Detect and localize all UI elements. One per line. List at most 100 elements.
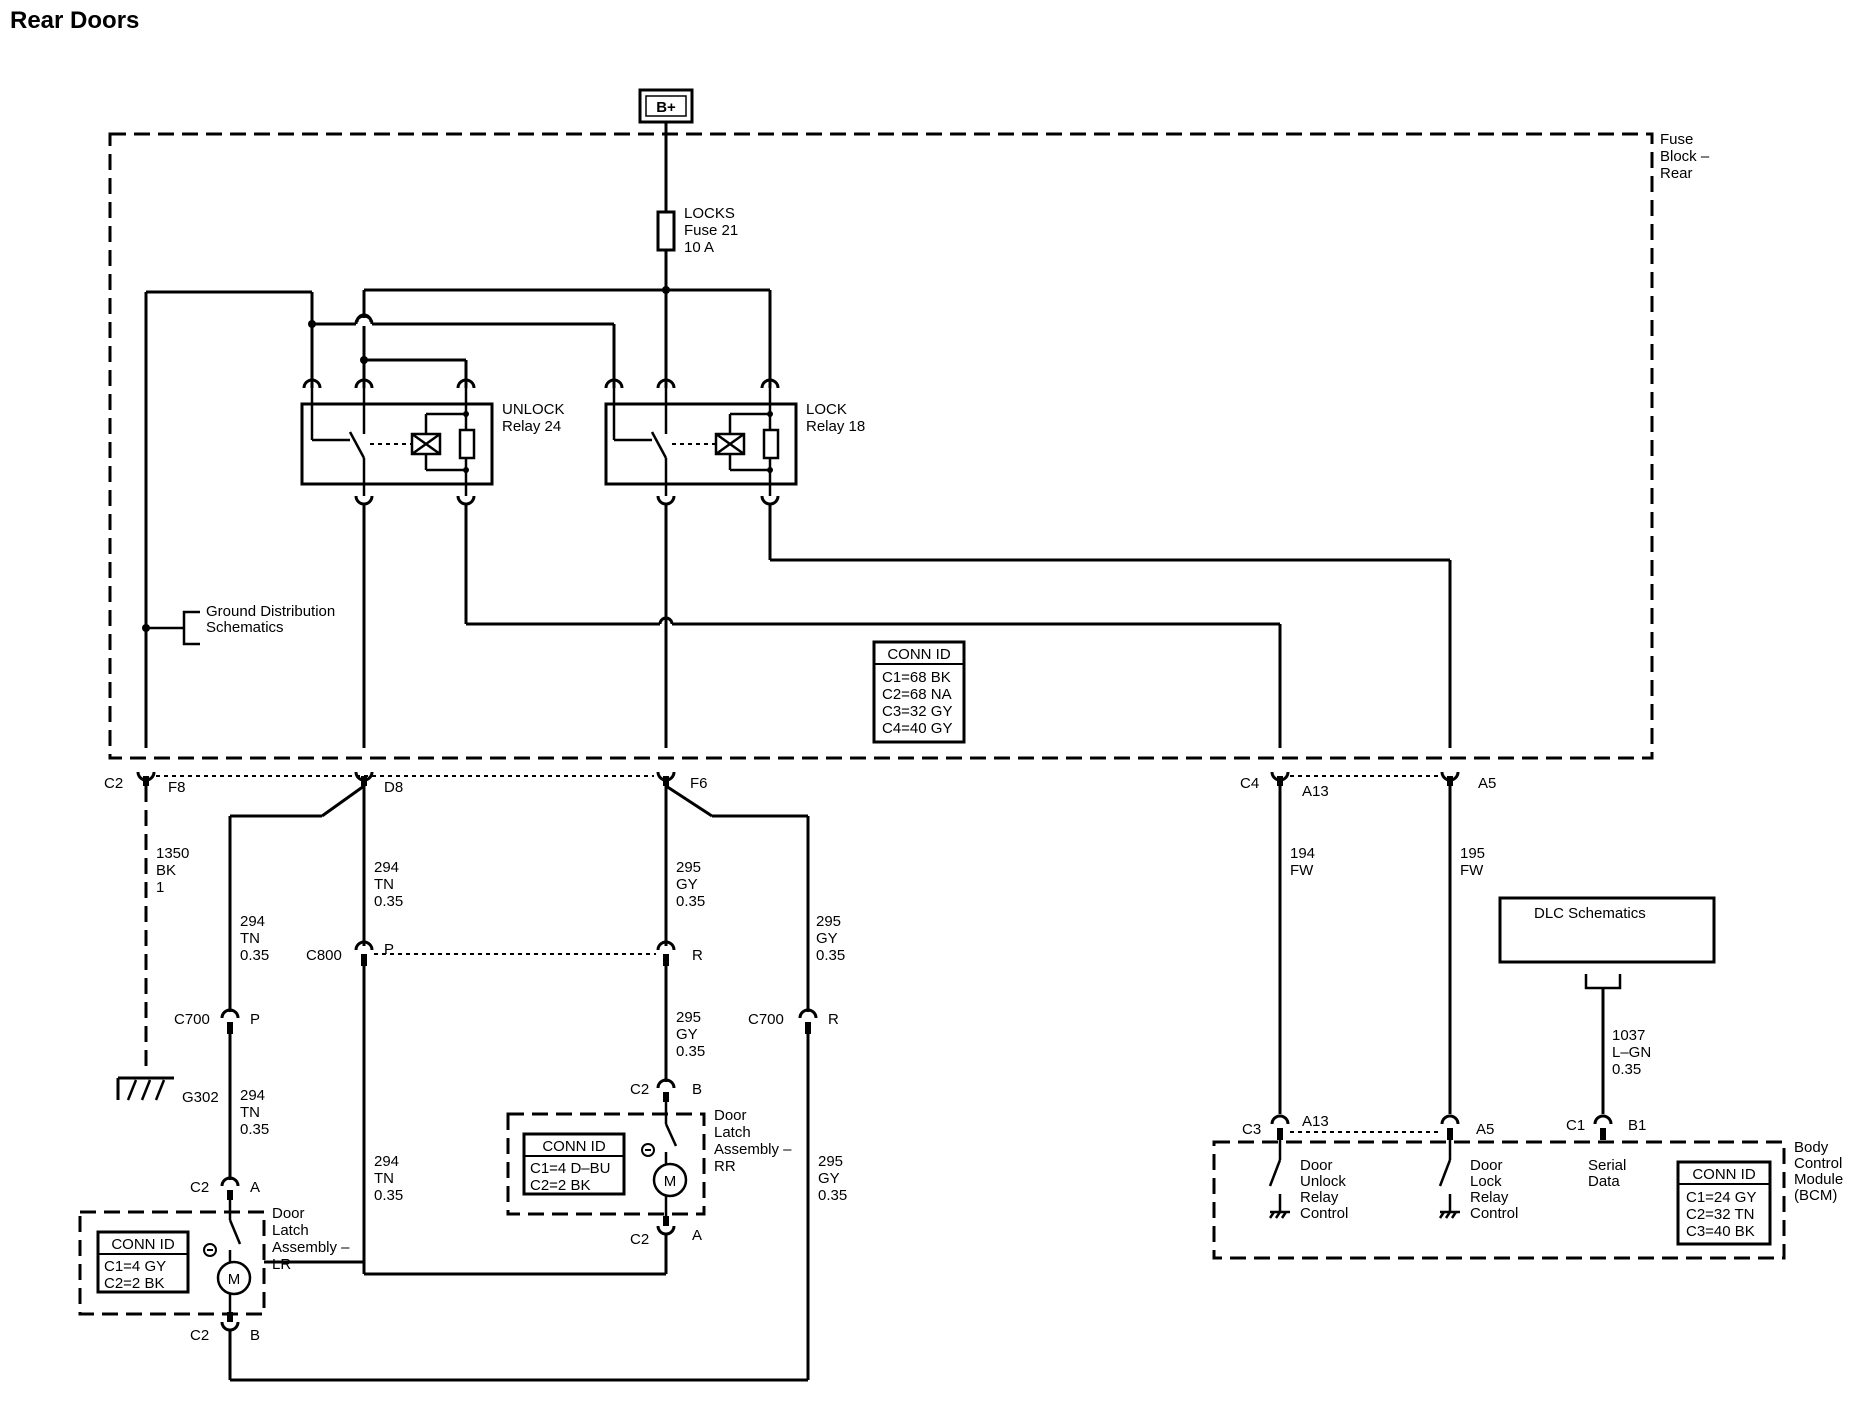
lock-relay-label-2: Relay 18 xyxy=(806,418,865,435)
lr-conn-header: CONN ID xyxy=(111,1236,175,1253)
bcm-label-4: (BCM) xyxy=(1794,1187,1837,1204)
latch-rr-label-2: Latch xyxy=(714,1124,751,1141)
wire-295-color: GY xyxy=(676,876,698,893)
ground-g302-icon xyxy=(116,1076,174,1101)
bcm-unlock-label: Relay xyxy=(1300,1189,1339,1206)
conn-r-label: R xyxy=(828,1011,839,1028)
bcm-conn-header: CONN ID xyxy=(1692,1166,1756,1183)
conn-a5-label: A5 xyxy=(1476,1121,1494,1138)
bcm-unlock-switch-icon xyxy=(1268,1140,1290,1219)
fuse-block-connectors xyxy=(136,771,1460,786)
unlock-relay-label-1: UNLOCK xyxy=(502,401,565,418)
conn-f8-label: F8 xyxy=(168,779,186,796)
wire-294-size: 0.35 xyxy=(374,893,403,910)
conn-b-label: B xyxy=(250,1327,260,1344)
wire-294-color: TN xyxy=(240,1104,260,1121)
conn-c2-label: C2 xyxy=(630,1231,649,1248)
conn-c2-label: C2 xyxy=(190,1179,209,1196)
wire-294-size: 0.35 xyxy=(240,1121,269,1138)
motor-icon xyxy=(216,1260,252,1296)
fuse-conn-row: C3=32 GY xyxy=(882,703,952,720)
bcm-connectors xyxy=(1270,1114,1613,1140)
lr-conn-row: C2=2 BK xyxy=(104,1275,164,1292)
bcm-serial-label: Data xyxy=(1588,1173,1620,1190)
bcm-lock-label: Relay xyxy=(1470,1189,1509,1206)
rr-conn-row: C1=4 D–BU xyxy=(530,1160,610,1177)
bcm-conn-row: C1=24 GY xyxy=(1686,1189,1756,1206)
latch-lr-label-4: LR xyxy=(272,1256,291,1273)
fuse-label-1: LOCKS xyxy=(684,205,735,222)
conn-a13-label: A13 xyxy=(1302,1113,1329,1130)
fuse-label-2: Fuse 21 xyxy=(684,222,738,239)
conn-c700-label: C700 xyxy=(174,1011,210,1028)
conn-c700-label: C700 xyxy=(748,1011,784,1028)
ground-ref-label-2: Schematics xyxy=(206,619,284,636)
conn-a-label: A xyxy=(250,1179,260,1196)
dlc-schematics-label: DLC Schematics xyxy=(1534,905,1646,922)
fuse-block-outline xyxy=(108,132,1654,760)
bcm-lock-label: Lock xyxy=(1470,1173,1502,1190)
ground-g302-label: G302 xyxy=(182,1089,219,1106)
bcm-lock-switch-icon xyxy=(1438,1140,1460,1219)
conn-c2-label: C2 xyxy=(104,775,123,792)
wire-195-num: 195 xyxy=(1460,845,1485,862)
conn-a5-label: A5 xyxy=(1478,775,1496,792)
wire-295-num: 295 xyxy=(816,913,841,930)
lock-relay-box xyxy=(604,402,798,486)
conn-d8-label: D8 xyxy=(384,779,403,796)
wire-295-size: 0.35 xyxy=(818,1187,847,1204)
bcm-conn-row: C2=32 TN xyxy=(1686,1206,1755,1223)
conn-p-label: P xyxy=(384,941,394,958)
wire-294-num: 294 xyxy=(374,1153,399,1170)
conn-c4-label: C4 xyxy=(1240,775,1259,792)
svg-text:M: M xyxy=(664,1173,677,1190)
conn-a-label: A xyxy=(692,1227,702,1244)
wire-1037-num: 1037 xyxy=(1612,1027,1645,1044)
conn-b1-label: B1 xyxy=(1628,1117,1646,1134)
wire-295-num: 295 xyxy=(818,1153,843,1170)
fuse-block-label-1: Fuse xyxy=(1660,131,1693,148)
wire-295-num: 295 xyxy=(676,859,701,876)
bcm-serial-label: Serial xyxy=(1588,1157,1626,1174)
wire-295-color: GY xyxy=(816,930,838,947)
wire-1037-color: L–GN xyxy=(1612,1044,1651,1061)
conn-c3-label: C3 xyxy=(1242,1121,1261,1138)
wire-1350-color: BK xyxy=(156,862,176,879)
unlock-relay-label-2: Relay 24 xyxy=(502,418,561,435)
latch-rr-label-1: Door xyxy=(714,1107,747,1124)
bcm-outline xyxy=(1212,1140,1786,1260)
bcm-label-1: Body xyxy=(1794,1139,1829,1156)
wire-294-size: 0.35 xyxy=(374,1187,403,1204)
conn-c2-label: C2 xyxy=(630,1081,649,1098)
wire-295-size: 0.35 xyxy=(816,947,845,964)
conn-p-label: P xyxy=(250,1011,260,1028)
fuse-block-label-2: Block – xyxy=(1660,148,1710,165)
conn-a13-label: A13 xyxy=(1302,783,1329,800)
conn-r-label: R xyxy=(692,947,703,964)
bcm-lock-label: Door xyxy=(1470,1157,1503,1174)
wire-295-size: 0.35 xyxy=(676,893,705,910)
wire-194-num: 194 xyxy=(1290,845,1315,862)
bcm-unlock-label: Unlock xyxy=(1300,1173,1346,1190)
wire-294-size: 0.35 xyxy=(240,947,269,964)
conn-b-label: B xyxy=(692,1081,702,1098)
latch-lr-label-1: Door xyxy=(272,1205,305,1222)
fuse-conn-header: CONN ID xyxy=(887,646,951,663)
wire-1037-size: 0.35 xyxy=(1612,1061,1641,1078)
fuse-symbol xyxy=(656,210,676,252)
wire-295-color: GY xyxy=(818,1170,840,1187)
conn-f6-label: F6 xyxy=(690,775,708,792)
wire-294-color: TN xyxy=(374,1170,394,1187)
bcm-lock-label: Control xyxy=(1470,1205,1518,1222)
wire-194-color: FW xyxy=(1290,862,1314,879)
latch-rr-label-3: Assembly – xyxy=(714,1141,792,1158)
wire-1350-num: 1350 xyxy=(156,845,189,862)
bcm-unlock-label: Door xyxy=(1300,1157,1333,1174)
wire-295-size: 0.35 xyxy=(676,1043,705,1060)
latch-lr-label-2: Latch xyxy=(272,1222,309,1239)
wire-294-num: 294 xyxy=(374,859,399,876)
conn-c1-label: C1 xyxy=(1566,1117,1585,1134)
dlc-schematics-box xyxy=(1498,896,1716,964)
wire-294-num: 294 xyxy=(240,913,265,930)
